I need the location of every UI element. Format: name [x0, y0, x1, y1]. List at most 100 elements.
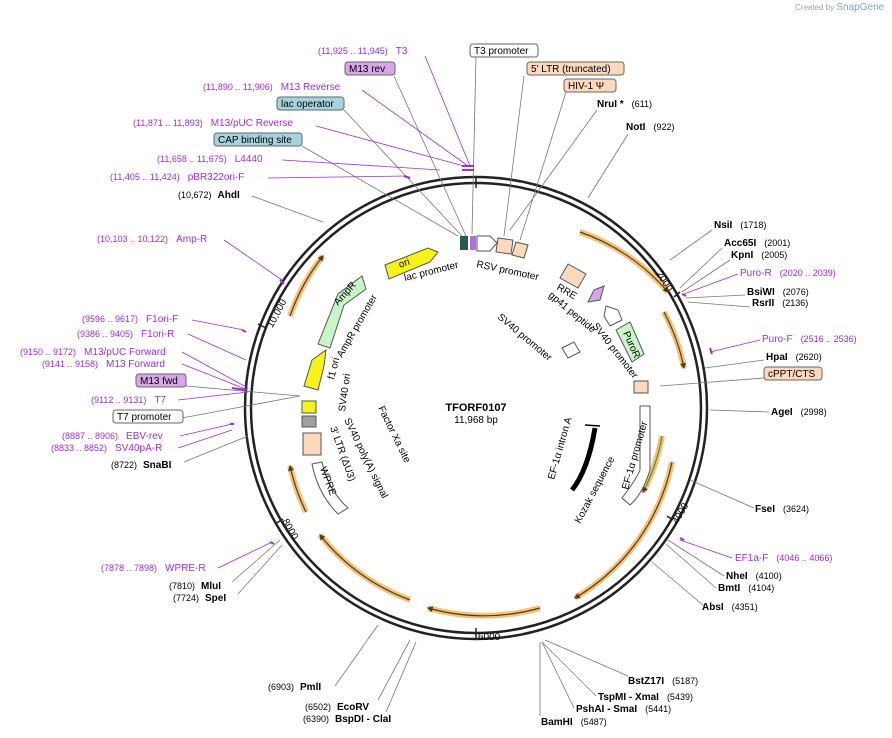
- site-hpai: HpaI(2620): [766, 352, 822, 363]
- primer-m13-reverse: (11,890 .. 11,906)M13 Reverse: [203, 82, 341, 93]
- label-sv40-ori: SV40 ori: [337, 373, 353, 413]
- site-snabi: (8722)SnaBI: [111, 460, 172, 471]
- orf-arrow-bottom-left: [319, 534, 411, 601]
- primer-l4440: (11,658 .. 11,675)L4440: [157, 154, 263, 165]
- leader-nsii: [669, 229, 713, 261]
- label-factor-xa-site: Factor Xa site: [375, 404, 412, 465]
- leader-mlui: [231, 539, 281, 583]
- leader-nrui: [509, 109, 598, 231]
- leader-nhei: [667, 539, 725, 577]
- leader-ltr5: [503, 75, 525, 237]
- primer-ef1a-f: EF1a-F(4046 .. 4066): [735, 553, 832, 564]
- primer-mark-puro-f: [709, 347, 713, 355]
- hiv1-psi-label: HIV-1 Ψ: [568, 81, 604, 92]
- tick-label-8000: 8000: [279, 517, 300, 542]
- leader-agei: [709, 409, 770, 413]
- leader-lac-operator: [343, 109, 463, 237]
- primer-t7: (9112 .. 9131)T7: [91, 395, 166, 406]
- primer-sv40pa-r: (8833 .. 8852)SV40pA-R: [51, 443, 162, 454]
- primer-mark-left: [231, 387, 247, 391]
- snapgene-credit: Created by SnapGene: [795, 2, 884, 13]
- leader-acc65i: [679, 247, 723, 289]
- orf-arc-right-2: [661, 310, 687, 369]
- primer-m13puc-forward: (9150 .. 9172)M13/pUC Forward: [20, 347, 166, 358]
- feature-sv40-prom-1: [603, 305, 623, 327]
- leader-ebv-rev: [179, 423, 233, 437]
- site-pshai-smai: PshAI - SmaI(5441): [576, 704, 671, 715]
- hiv1-psi-box: [563, 78, 617, 93]
- feature-gp41: [587, 285, 605, 303]
- leader-m13puc-reverse: [315, 125, 465, 167]
- label-kozak-sequence: Kozak sequence: [573, 455, 618, 526]
- leader-ef1a-f: [679, 539, 733, 559]
- primer-m13-forward: (9141 .. 9158)M13 Forward: [42, 359, 165, 370]
- leader-bsiwi: [685, 294, 746, 299]
- tick-label-10000: 10,000: [265, 297, 289, 330]
- primer-wpre-r: (7878 .. 7898)WPRE-R: [101, 563, 206, 574]
- m13-rev-label: M13 rev: [349, 64, 385, 75]
- label-rsv-promoter: RSV promoter: [475, 259, 540, 283]
- primer-amp-r: (10,103 .. 10,122)Amp-R: [97, 234, 207, 245]
- site-bmti: BmtI(4104): [718, 583, 774, 594]
- t3-promoter-box: [469, 43, 539, 58]
- primer-marks: [230, 165, 713, 545]
- leader-kpni: [681, 259, 731, 293]
- feature-sv40pa-box: [301, 415, 317, 428]
- leader-spei: [237, 544, 283, 595]
- lac-operator-label: lac operator: [281, 99, 334, 110]
- leader-ampr-primer: [223, 239, 283, 281]
- leader-bstz17i: [544, 639, 629, 677]
- feature-sv40-prom-2: [561, 341, 581, 359]
- primer-t3: (11,925 .. 11,945)T3: [318, 46, 408, 57]
- feature-ltr3-box: [302, 432, 322, 456]
- primer-f1ori-r: (9386 .. 9405)F1ori-R: [77, 329, 174, 340]
- site-rsrii: RsrII(2136): [752, 298, 808, 309]
- leader-m13puc-fwd: [181, 351, 249, 389]
- leader-hiv1: [519, 91, 567, 241]
- leader-t7-promoter: [181, 395, 301, 419]
- leader-wpre-r: [217, 541, 273, 569]
- primers-left: (11,925 .. 11,945)T3 (11,890 .. 11,906)M…: [20, 46, 408, 574]
- feature-small-block: [470, 236, 476, 250]
- feature-rre-box: [559, 263, 587, 289]
- primer-ebv-rev: (8887 .. 8906)EBV-rev: [62, 431, 163, 442]
- site-spei: (7724)SpeI: [173, 593, 226, 604]
- site-absi: AbsI(4351): [702, 602, 758, 613]
- leader-puro-r: [683, 273, 739, 295]
- orf-arrow-left-1: [288, 464, 307, 513]
- site-noti: NotI(922): [626, 122, 674, 133]
- primer-leaders: [177, 55, 761, 569]
- primer-mark-f1: [241, 329, 247, 333]
- feature-puror: [615, 321, 645, 363]
- leader-sv40pa-r: [177, 429, 233, 449]
- leader-hpai: [704, 359, 765, 369]
- tick-10000: [257, 323, 267, 329]
- primer-mark-wpre: [269, 541, 275, 545]
- leader-cap: [301, 145, 459, 237]
- label-sv40-promoter-2: SV40 promoter: [495, 312, 554, 364]
- orf-arrow-right-4: [573, 461, 673, 599]
- orf-arrow-right-1: [579, 231, 669, 293]
- feature-wpre-box: [311, 461, 349, 515]
- tick-4000: [666, 515, 674, 521]
- feature-ori-arrow: [384, 247, 439, 280]
- leader-m13fwd: [185, 385, 301, 397]
- sites-right: NruI *(611) NotI(922) NsiI(1718) Acc65I(…: [541, 99, 827, 728]
- site-bamhi: BamHI(5487): [541, 717, 607, 728]
- leader-f1ori-r: [187, 333, 247, 361]
- ltr5-box: [526, 61, 625, 76]
- leader-pmli: [334, 624, 379, 687]
- site-nsii: NsiI(1718): [714, 220, 766, 231]
- m13-rev-box: [344, 61, 396, 76]
- cppt-cts-label: cPPT/CTS: [768, 369, 816, 380]
- leader-m13-reverse: [361, 89, 469, 167]
- primer-m13puc-reverse: (11,871 .. 11,893)M13/pUC Reverse: [133, 118, 293, 129]
- leader-xmai: [541, 641, 597, 697]
- primer-puro-r: Puro-R(2020 .. 2039): [740, 268, 836, 279]
- leader-noti: [587, 133, 629, 199]
- feature-ampr-arrow: [317, 275, 367, 349]
- site-nhei: NheI(4100): [726, 571, 782, 582]
- orf-arrow-left-2: [289, 255, 324, 317]
- primer-puro-f: Puro-F(2516 .. 2536): [762, 334, 857, 345]
